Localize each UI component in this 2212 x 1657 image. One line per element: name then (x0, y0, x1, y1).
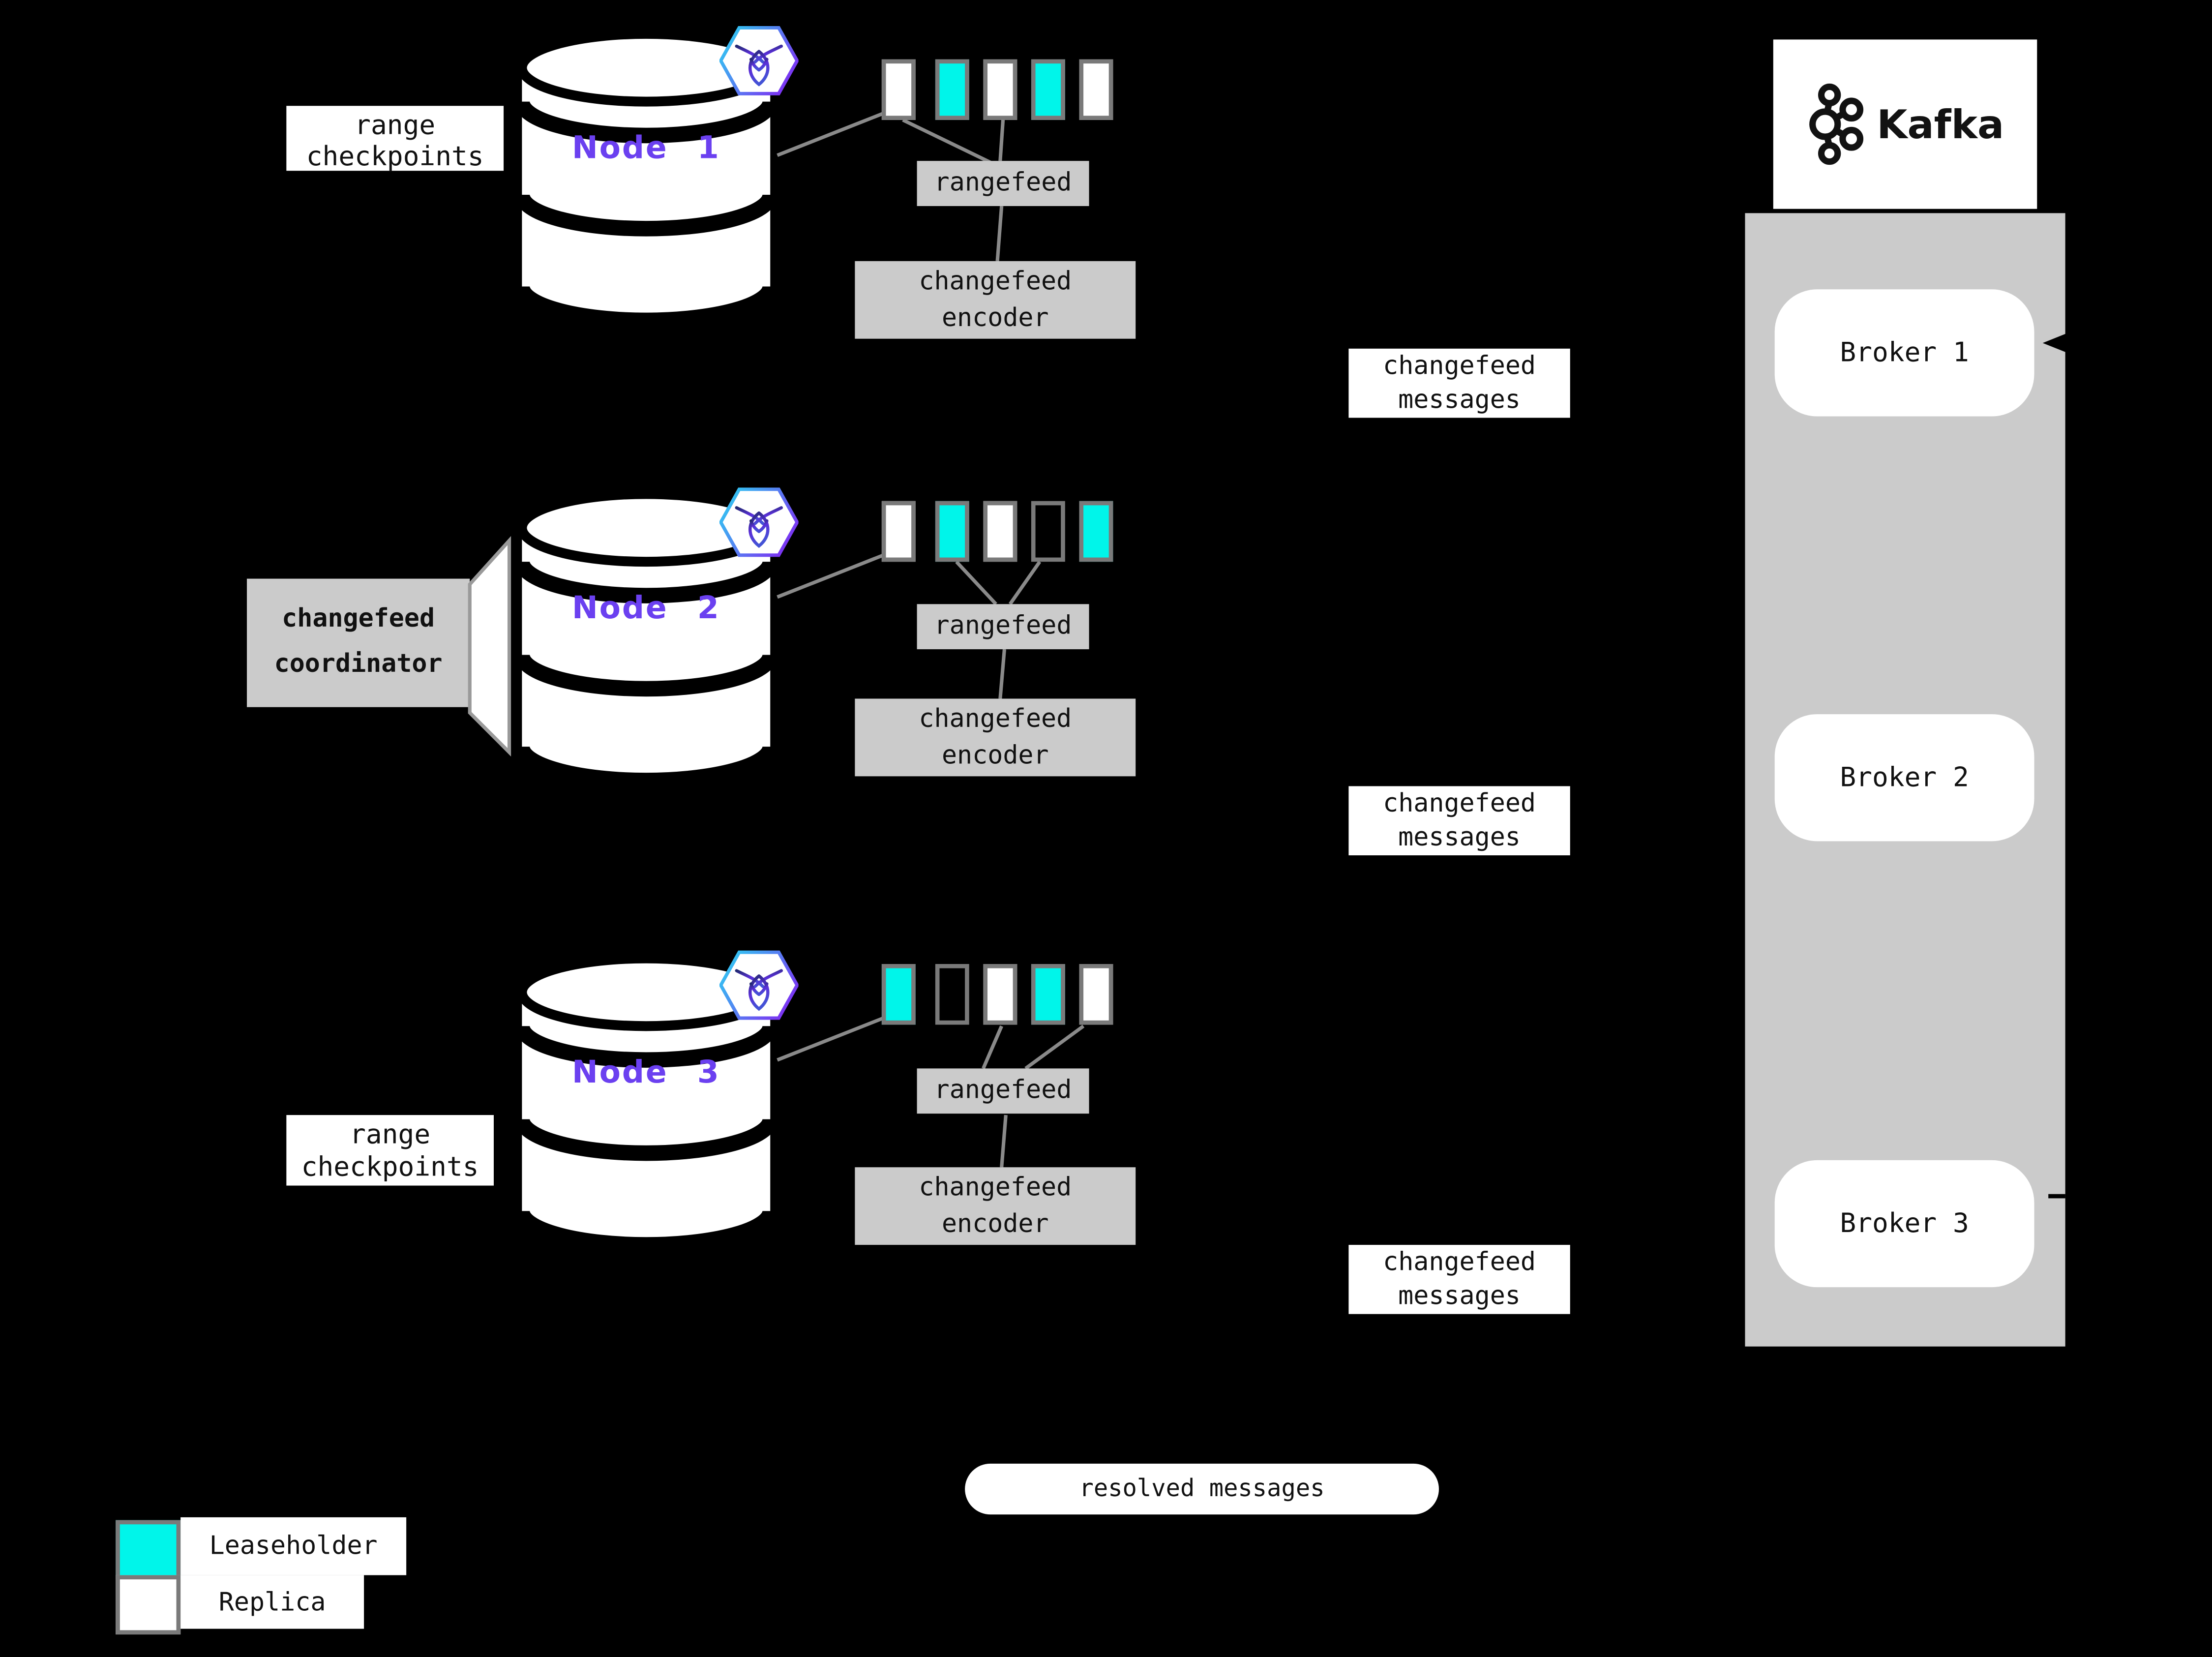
range-block (983, 501, 1017, 562)
node-1-label: Node 1 (571, 131, 720, 167)
kafka-wordmark: Kafka (1877, 101, 2004, 148)
broker-1: Broker 1 (1774, 289, 2034, 417)
range-checkpoints-label-top: range checkpoints (286, 106, 504, 171)
encoder-line2: encoder (941, 741, 1049, 771)
range-block (1079, 964, 1113, 1025)
broker-2: Broker 2 (1774, 714, 2034, 842)
range-block (935, 59, 969, 120)
legend-replica-label: Replica (180, 1575, 364, 1629)
legend-replica-swatch (116, 1575, 181, 1635)
coordinator-line1: changefeed (282, 604, 435, 634)
legend-leaseholder-label: Leaseholder (180, 1517, 407, 1575)
node-2-cylinder: Node 2 (514, 489, 778, 788)
legend-leaseholder-swatch (116, 1520, 181, 1580)
messages-line1: changefeed (1383, 1247, 1536, 1278)
range-block (983, 964, 1017, 1025)
rangefeed-label-node2: rangefeed (917, 604, 1089, 650)
broker-3: Broker 3 (1774, 1160, 2034, 1288)
kafka-logo-icon (1810, 83, 1864, 165)
rangefeed-label-node1: rangefeed (917, 161, 1089, 206)
arrowhead-icon (2042, 331, 2071, 355)
node-1-cylinder: Node 1 (514, 29, 778, 329)
changefeed-messages-label-1: changefeed messages (1348, 348, 1570, 418)
messages-line1: changefeed (1383, 789, 1536, 819)
cockroachdb-logo-icon (719, 487, 799, 557)
range-block (1031, 964, 1065, 1025)
changefeed-encoder-node3: changefeed encoder (855, 1167, 1136, 1245)
messages-line2: messages (1398, 385, 1521, 415)
encoder-line2: encoder (941, 1209, 1049, 1239)
encoder-line2: encoder (941, 303, 1049, 333)
arrow-tick (2048, 1194, 2065, 1199)
messages-line1: changefeed (1383, 351, 1536, 381)
range-checkpoints-label-bottom: range checkpoints (286, 1115, 494, 1186)
range-checkpoints-line2: checkpoints (306, 141, 484, 171)
changefeed-encoder-node2: changefeed encoder (855, 698, 1136, 777)
changefeed-messages-label-3: changefeed messages (1348, 1245, 1570, 1314)
encoder-line1: changefeed (919, 1173, 1072, 1203)
database-cylinder-icon (514, 489, 778, 788)
range-block (1079, 59, 1113, 120)
kafka-logo-box: Kafka (1773, 39, 2037, 209)
range-checkpoints-line1: range (355, 110, 436, 141)
rangefeed-label-node3: rangefeed (917, 1068, 1089, 1114)
coordinator-line2: coordinator (274, 649, 443, 679)
resolved-messages-pill: resolved messages (965, 1463, 1439, 1515)
database-cylinder-icon (514, 953, 778, 1253)
cockroachdb-logo-icon (719, 26, 799, 95)
changefeed-encoder-node1: changefeed encoder (855, 261, 1136, 339)
range-checkpoints-line2: checkpoints (301, 1151, 479, 1183)
changefeed-coordinator-label: changefeed coordinator (247, 578, 470, 707)
coordinator-3d-panel (468, 536, 511, 757)
range-block (881, 59, 916, 120)
encoder-line1: changefeed (919, 704, 1072, 734)
node-3-label: Node 3 (571, 1055, 720, 1091)
messages-line2: messages (1398, 823, 1521, 853)
changefeed-messages-label-2: changefeed messages (1348, 786, 1570, 856)
range-block (935, 964, 969, 1025)
range-block (1079, 501, 1113, 562)
node-2-label: Node 2 (571, 591, 720, 627)
range-block (881, 964, 916, 1025)
messages-line2: messages (1398, 1281, 1521, 1311)
range-checkpoints-line1: range (350, 1119, 431, 1150)
range-block (1031, 59, 1065, 120)
node-3-cylinder: Node 3 (514, 953, 778, 1253)
range-block (935, 501, 969, 562)
cockroachdb-logo-icon (719, 950, 799, 1020)
range-block (881, 501, 916, 562)
kafka-broker-container: Broker 1 Broker 2 Broker 3 (1745, 213, 2065, 1347)
encoder-line1: changefeed (919, 267, 1072, 297)
range-block (1031, 501, 1065, 562)
range-block (983, 59, 1017, 120)
database-cylinder-icon (514, 29, 778, 329)
